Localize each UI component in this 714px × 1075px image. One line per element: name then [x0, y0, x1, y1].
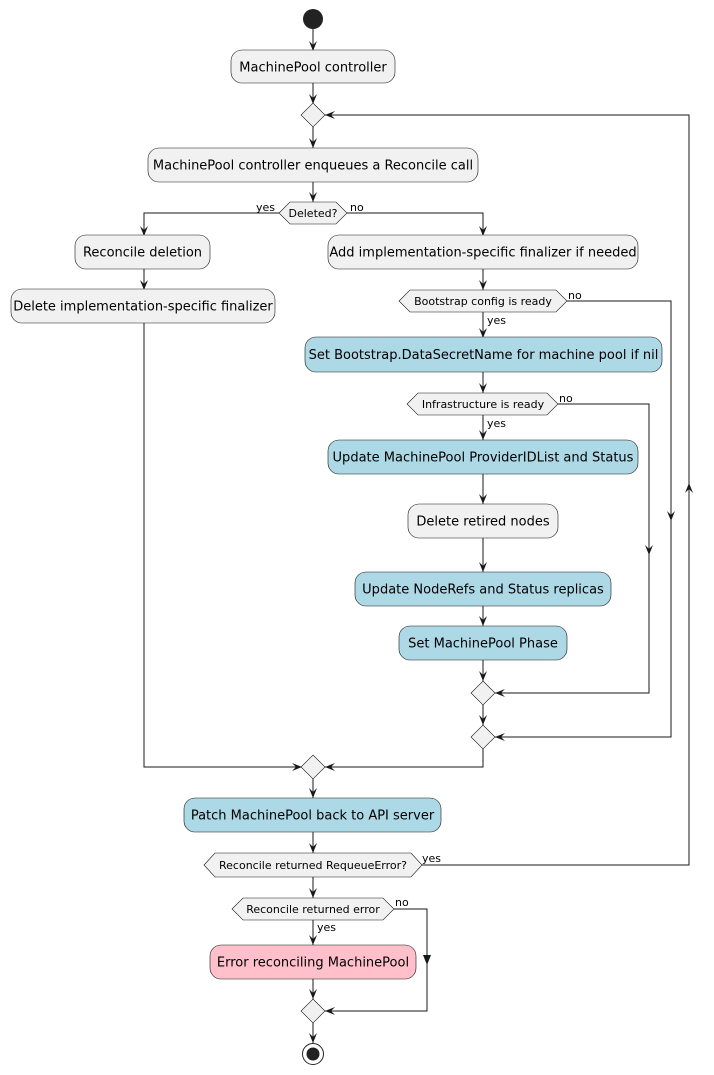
- activity-delete-retired: Delete retired nodes: [407, 503, 559, 539]
- stop-node: [302, 1043, 324, 1065]
- start-node: [303, 9, 323, 29]
- decision-deleted: Deleted?: [278, 201, 348, 225]
- branch-label-requeue-yes: yes: [422, 852, 441, 865]
- activity-patch: Patch MachinePool back to API server: [183, 797, 442, 833]
- branch-label-bootstrap-no: no: [568, 289, 582, 302]
- branch-label-error-yes: yes: [317, 921, 336, 934]
- activity-update-provider: Update MachinePool ProviderIDList and St…: [327, 439, 639, 475]
- branch-label-infra-no: no: [559, 392, 573, 405]
- decision-infra-ready: Infrastructure is ready: [406, 392, 559, 416]
- decision-label: Deleted?: [289, 207, 338, 220]
- final-merge: [300, 998, 326, 1024]
- activity-enqueue: MachinePool controller enqueues a Reconc…: [147, 147, 479, 183]
- activity-label: Set Bootstrap.DataSecretName for machine…: [309, 348, 659, 363]
- activity-reconcile-deletion: Reconcile deletion: [74, 234, 211, 270]
- activity-label: Add implementation-specific finalizer if…: [329, 246, 636, 261]
- decision-label: Infrastructure is ready: [422, 398, 545, 411]
- arrowheads: [140, 41, 693, 1043]
- activity-label: Delete implementation-specific finalizer: [13, 300, 273, 315]
- activity-delete-finalizer: Delete implementation-specific finalizer: [10, 288, 276, 324]
- decision-label: Bootstrap config is ready: [414, 295, 552, 308]
- decision-label: Reconcile returned error: [246, 903, 380, 916]
- activity-label: Update MachinePool ProviderIDList and St…: [333, 451, 634, 466]
- main-merge: [300, 754, 326, 780]
- branch-label-deleted-no: no: [350, 201, 364, 214]
- decision-label: Reconcile returned RequeueError?: [219, 859, 407, 872]
- activity-add-finalizer: Add implementation-specific finalizer if…: [327, 234, 639, 270]
- activity-label: Set MachinePool Phase: [408, 637, 558, 652]
- activity-label: Delete retired nodes: [416, 515, 549, 530]
- loop-merge: [300, 102, 326, 128]
- branch-label-error-no: no: [395, 896, 409, 909]
- infra-merge: [470, 680, 496, 706]
- activity-label: MachinePool controller: [239, 61, 387, 76]
- decision-bootstrap-ready: Bootstrap config is ready: [398, 289, 568, 313]
- activity-label: Update NodeRefs and Status replicas: [362, 583, 604, 598]
- activity-label: MachinePool controller enqueues a Reconc…: [153, 159, 473, 174]
- activity-set-bootstrap: Set Bootstrap.DataSecretName for machine…: [304, 336, 663, 373]
- activity-label: Patch MachinePool back to API server: [191, 809, 435, 824]
- activity-label: Error reconciling MachinePool: [217, 956, 409, 971]
- activity-label: Reconcile deletion: [83, 246, 202, 261]
- branch-label-infra-yes: yes: [487, 417, 506, 430]
- activity-update-noderefs: Update NodeRefs and Status replicas: [354, 571, 612, 607]
- branch-label-deleted-yes: yes: [256, 201, 275, 214]
- activity-error: Error reconciling MachinePool: [209, 944, 417, 980]
- activity-controller: MachinePool controller: [230, 49, 396, 84]
- branch-label-bootstrap-yes: yes: [487, 314, 506, 327]
- bootstrap-merge: [470, 724, 496, 750]
- activity-set-phase: Set MachinePool Phase: [398, 625, 568, 661]
- decision-requeue-error: Reconcile returned RequeueError?: [203, 852, 423, 878]
- decision-returned-error: Reconcile returned error: [231, 897, 395, 921]
